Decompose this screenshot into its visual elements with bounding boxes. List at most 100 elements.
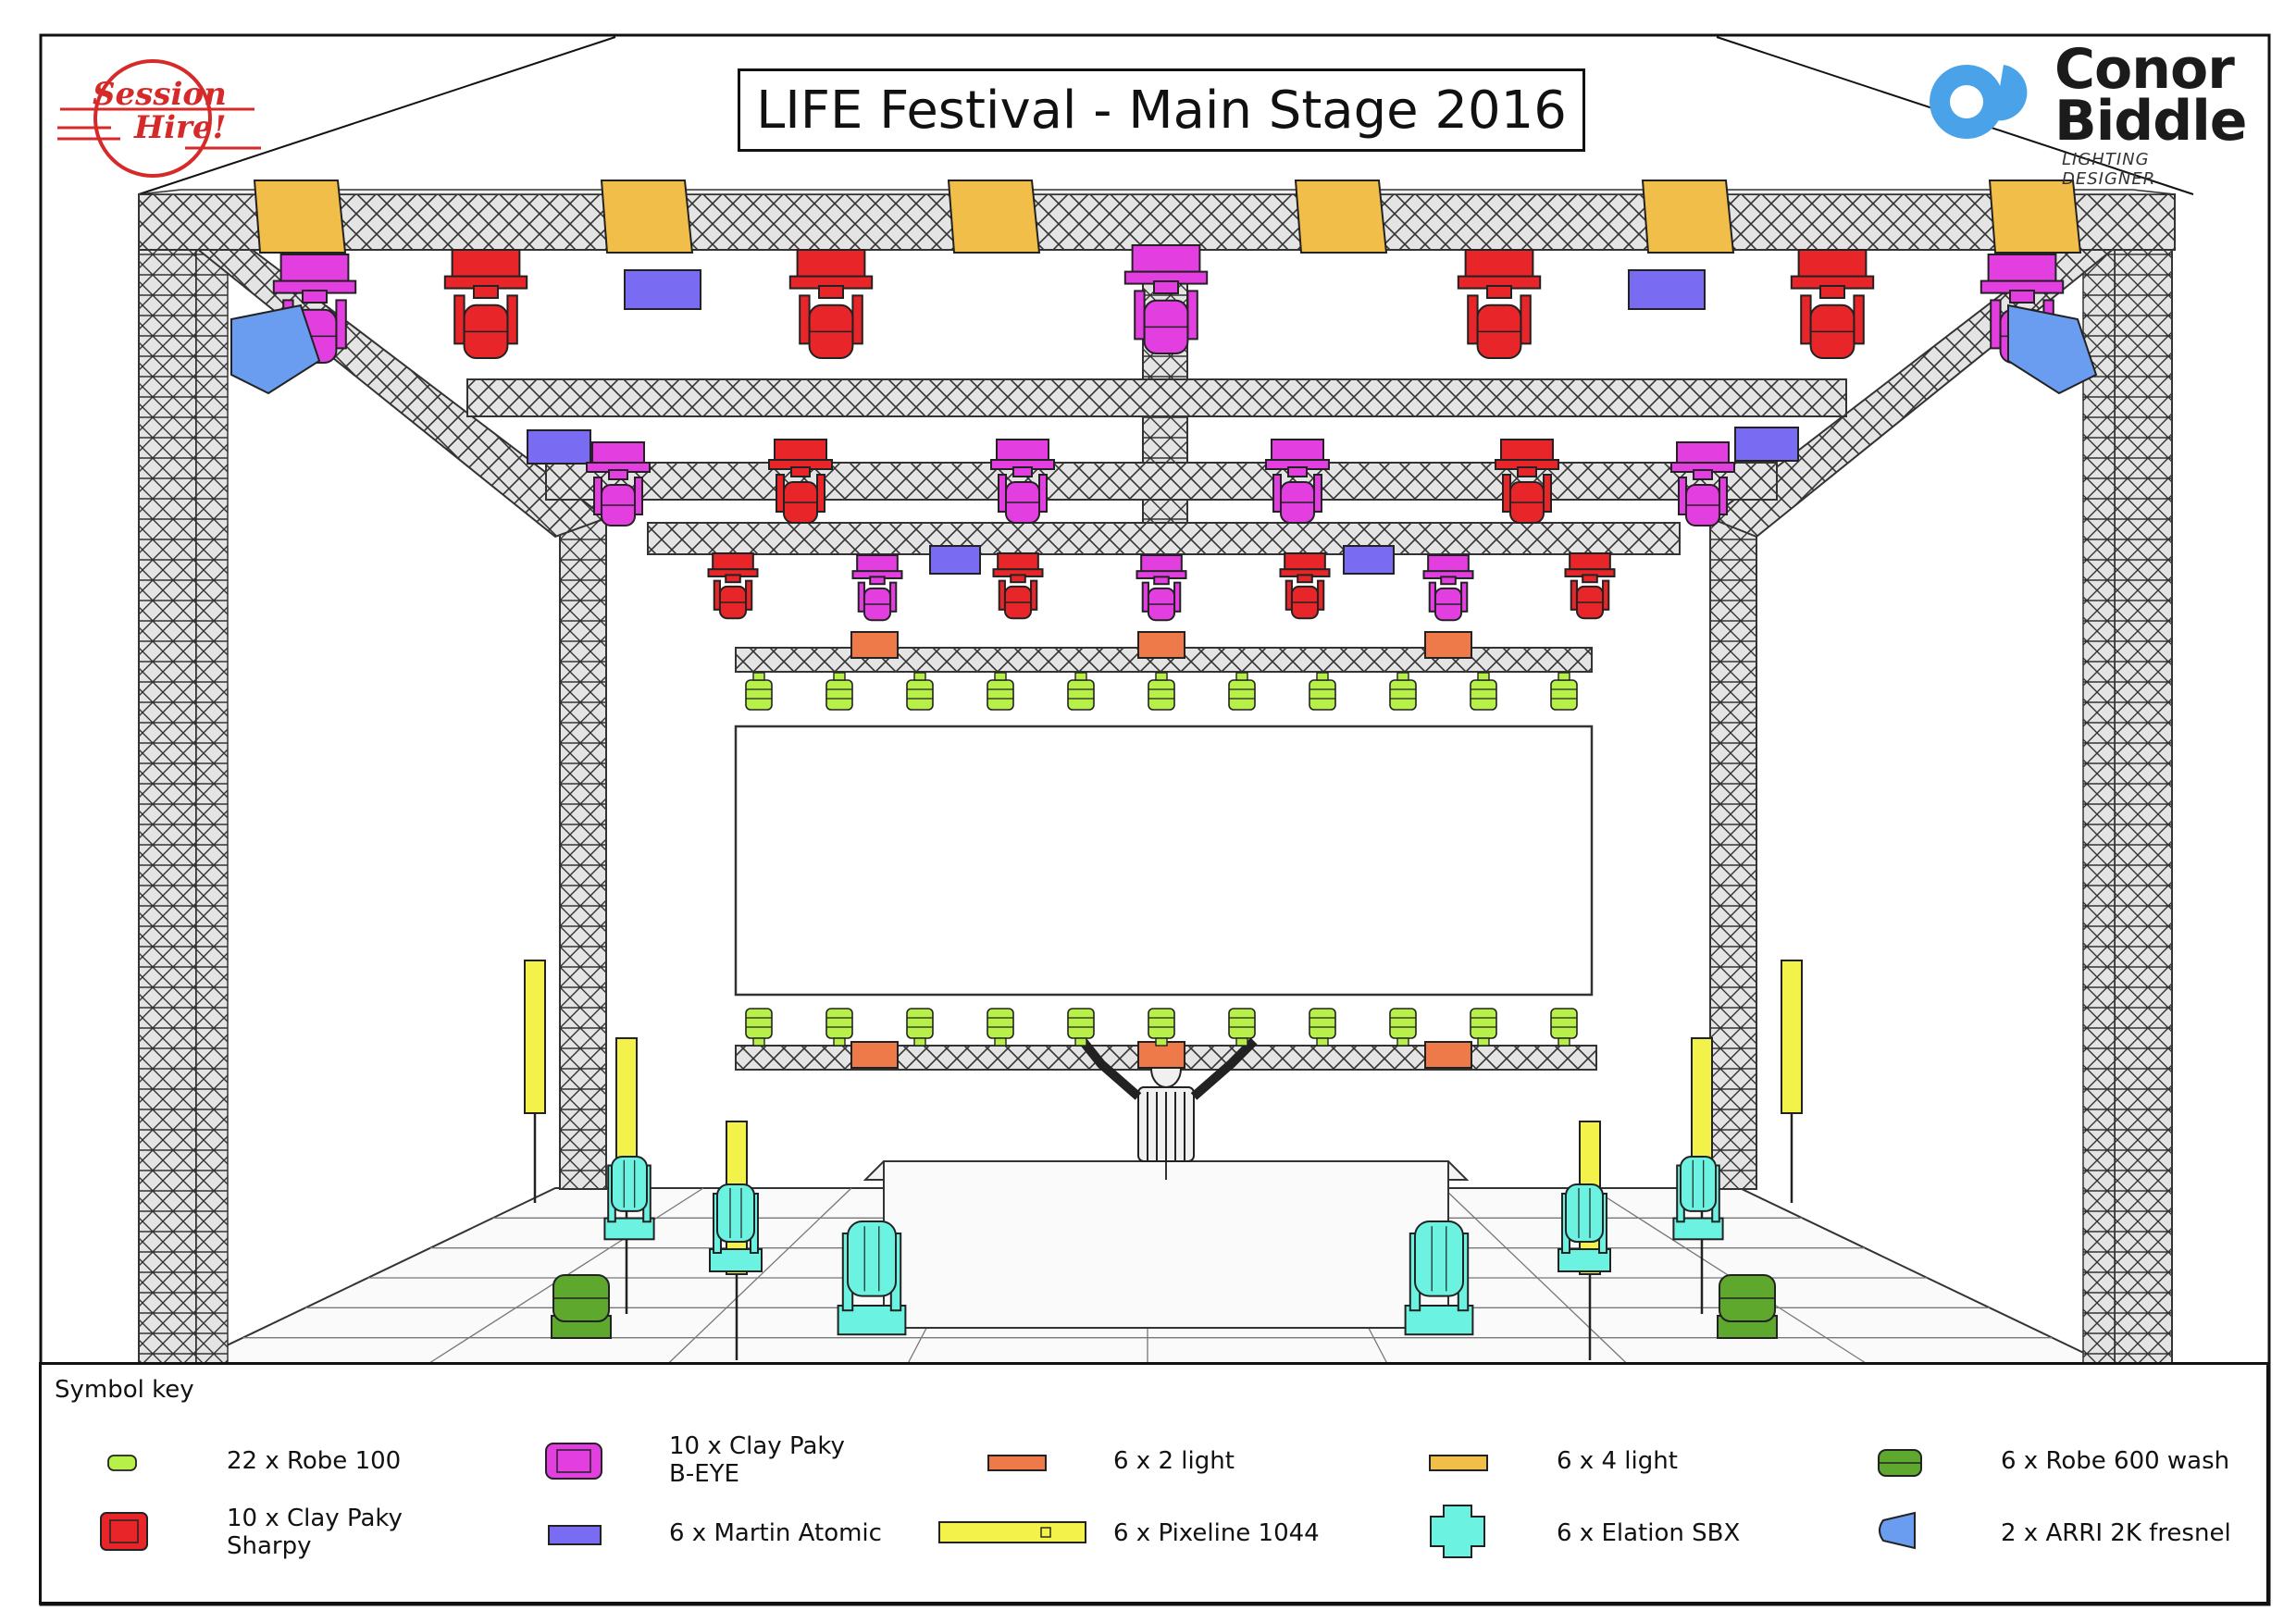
key-label-robe-600-wash: 6 x Robe 600 wash [2001,1447,2230,1475]
symbol-key-icons [100,1443,1922,1558]
key-label-robe-100: 22 x Robe 100 [227,1447,402,1475]
clay-paky-sharpy-fixture [768,439,833,524]
martin-atomic-body [1628,269,1706,310]
key-label-elation-sbx: 6 x Elation SBX [1557,1519,1741,1547]
dj-booth [863,1160,1470,1329]
elation-sbx-fixture [1558,1183,1611,1272]
logo-subtitle: LIGHTING DESIGNER [2062,150,2156,189]
martin-atomic-fixture [929,545,981,575]
martin-atomic-body [1343,545,1395,575]
four-light-fixture [1988,180,2082,254]
truss-front-top [138,193,2176,251]
elation-sbx-fixture [1404,1220,1474,1336]
martin-atomic-body [527,429,591,465]
two-light-body [1137,1041,1185,1069]
clay-paky-sharpy-fixture [707,552,759,620]
clay-paky-sharpy-fixture [992,552,1044,620]
key-label-four-light: 6 x 4 light [1557,1447,1678,1475]
session-hire-text-1: Session [93,76,227,113]
robe-100-fixture [825,1008,853,1047]
robe-100-fixture [1550,672,1578,711]
martin-atomic-body [929,545,981,575]
clay-paky-beye-fixture [990,439,1055,524]
robe-100-fixture [825,672,853,711]
logo-name-last: Biddle [2054,89,2247,154]
two-light-body [1424,1041,1472,1069]
truss-upright-back-right [1709,499,1757,1190]
clay-paky-sharpy-fixture [1457,249,1542,359]
pixeline-icon [938,1521,1086,1543]
robe-100-fixture [1470,672,1497,711]
session-hire-text-2: Hire! [134,109,227,146]
truss-upright-front-right [2114,221,2173,1366]
symbol-key-title: Symbol key [55,1376,194,1404]
robe-100-fixture [1148,672,1175,711]
clay-paky-beye-fixture [586,441,651,527]
clay-paky-sharpy-fixture [1279,552,1331,620]
two-light-fixture [1137,1041,1185,1069]
page-title: LIFE Festival - Main Stage 2016 [738,68,1585,152]
robe-100-fixture [1470,1008,1497,1047]
martin-atomic-icon [548,1525,602,1545]
clay-paky-beye-fixture [1422,554,1474,622]
arri-fresnel-fixture [230,304,321,395]
robe-100-fixture [906,672,934,711]
clay-paky-sharpy-fixture [1495,439,1559,524]
robe-600-wash-fixture [1717,1274,1778,1339]
martin-atomic-fixture [1734,427,1799,462]
robe-100-fixture [906,1008,934,1047]
robe-100-fixture [1389,1008,1417,1047]
clay-paky-sharpy-fixture [443,249,528,359]
robe-100-icon [107,1455,137,1471]
two-light-icon [987,1455,1047,1471]
four-light-fixture [253,180,347,254]
robe-100-fixture [1309,1008,1336,1047]
arri-fresnel-fixture [2007,304,2098,395]
truss-row-2 [466,378,1847,417]
two-light-body [1424,631,1472,659]
clay-paky-beye-fixture [851,554,903,622]
martin-atomic-fixture [527,429,591,465]
four-light-fixture [947,180,1041,254]
elation-sbx-fixture [603,1156,655,1241]
elation-sbx-fixture [709,1183,763,1272]
robe-100-fixture [987,1008,1014,1047]
key-label-beye-line1: 10 x Clay Paky [669,1432,845,1460]
two-light-fixture [850,631,899,659]
video-screen [734,725,1594,997]
clay-paky-beye-fixture [1136,554,1187,622]
clay-paky-beye-fixture [1265,439,1330,524]
four-light-fixture [1641,180,1735,254]
two-light-fixture [850,1041,899,1069]
clay-paky-beye-fixture [1123,244,1209,354]
symbol-key-panel: Symbol key 22 x Robe 100 10 x Clay Paky … [39,1362,2269,1604]
elation-sbx-fixture [1672,1156,1724,1241]
martin-atomic-fixture [1343,545,1395,575]
conor-biddle-logo-mark [1930,65,2028,139]
truss-row-4 [647,522,1681,555]
martin-atomic-fixture [1628,269,1706,310]
robe-100-fixture [987,672,1014,711]
key-label-arri-fresnel: 2 x ARRI 2K fresnel [2001,1519,2231,1547]
key-label-pixeline: 6 x Pixeline 1044 [1113,1519,1320,1547]
four-light-fixture [600,180,694,254]
robe-100-fixture [1309,672,1336,711]
clay-paky-beye-icon [545,1443,602,1480]
four-light-fixture [1294,180,1388,254]
logo-name-first: Conor [2054,37,2235,102]
conor-biddle-logo: Conor Biddle LIGHTING DESIGNER [1943,37,2249,189]
two-light-body [850,1041,899,1069]
robe-600-wash-fixture [551,1274,612,1339]
elation-sbx-fixture [837,1220,907,1336]
two-light-fixture [1137,631,1185,659]
pixeline-fixture [524,960,546,1203]
robe-100-fixture [1550,1008,1578,1047]
robe-100-fixture [1148,1008,1175,1047]
truss-upright-front-left [138,221,197,1366]
arri-fresnel-icon [1879,1511,1916,1550]
four-light-icon [1429,1455,1488,1471]
truss-upright-back-left [559,499,607,1190]
key-label-sharpy-line1: 10 x Clay Paky [227,1505,403,1532]
clay-paky-sharpy-fixture [788,249,874,359]
